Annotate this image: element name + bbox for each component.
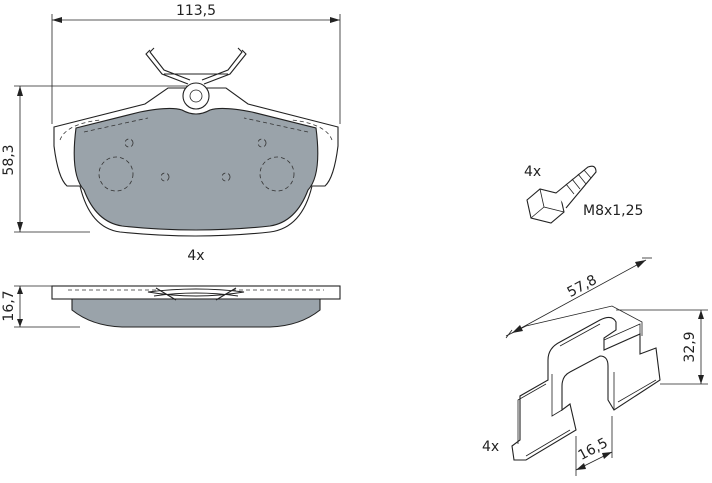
piston-circle-right [259,156,295,192]
width-dimension: 113,5 [51,3,341,124]
mounting-clip: 57,8 32,9 16,5 4x [482,257,708,476]
pad-width-label: 113,5 [176,3,216,19]
clip-width-dimension: 16,5 [575,416,613,476]
bolt-thread-label: M8x1,25 [583,203,643,219]
pad-front-view: 113,5 58,3 [1,3,341,264]
piston-circle-left [98,156,134,192]
spring-wire [145,47,247,85]
bolt: 4x M8x1,25 [524,164,643,224]
clip-height-label: 32,9 [682,331,698,362]
friction-material [73,107,319,231]
clip-height-dimension: 32,9 [616,309,708,385]
clip-body [511,316,661,461]
clip-width-label: 16,5 [576,435,611,464]
bolt-quantity-label: 4x [524,164,541,180]
clip-length-dimension: 57,8 [505,257,652,339]
clip-quantity-label: 4x [482,439,499,455]
height-dimension: 58,3 [1,85,195,233]
side-friction-material [71,298,321,328]
bolt-shank [555,165,597,209]
thickness-dimension: 16,7 [1,285,80,328]
pad-quantity-label: 4x [187,248,204,264]
pad-side-view: 16,7 [1,285,341,328]
pad-height-label: 58,3 [1,144,17,175]
clip-length-label: 57,8 [565,272,600,301]
pad-thickness-label: 16,7 [1,290,17,321]
spring-hub [182,82,210,110]
